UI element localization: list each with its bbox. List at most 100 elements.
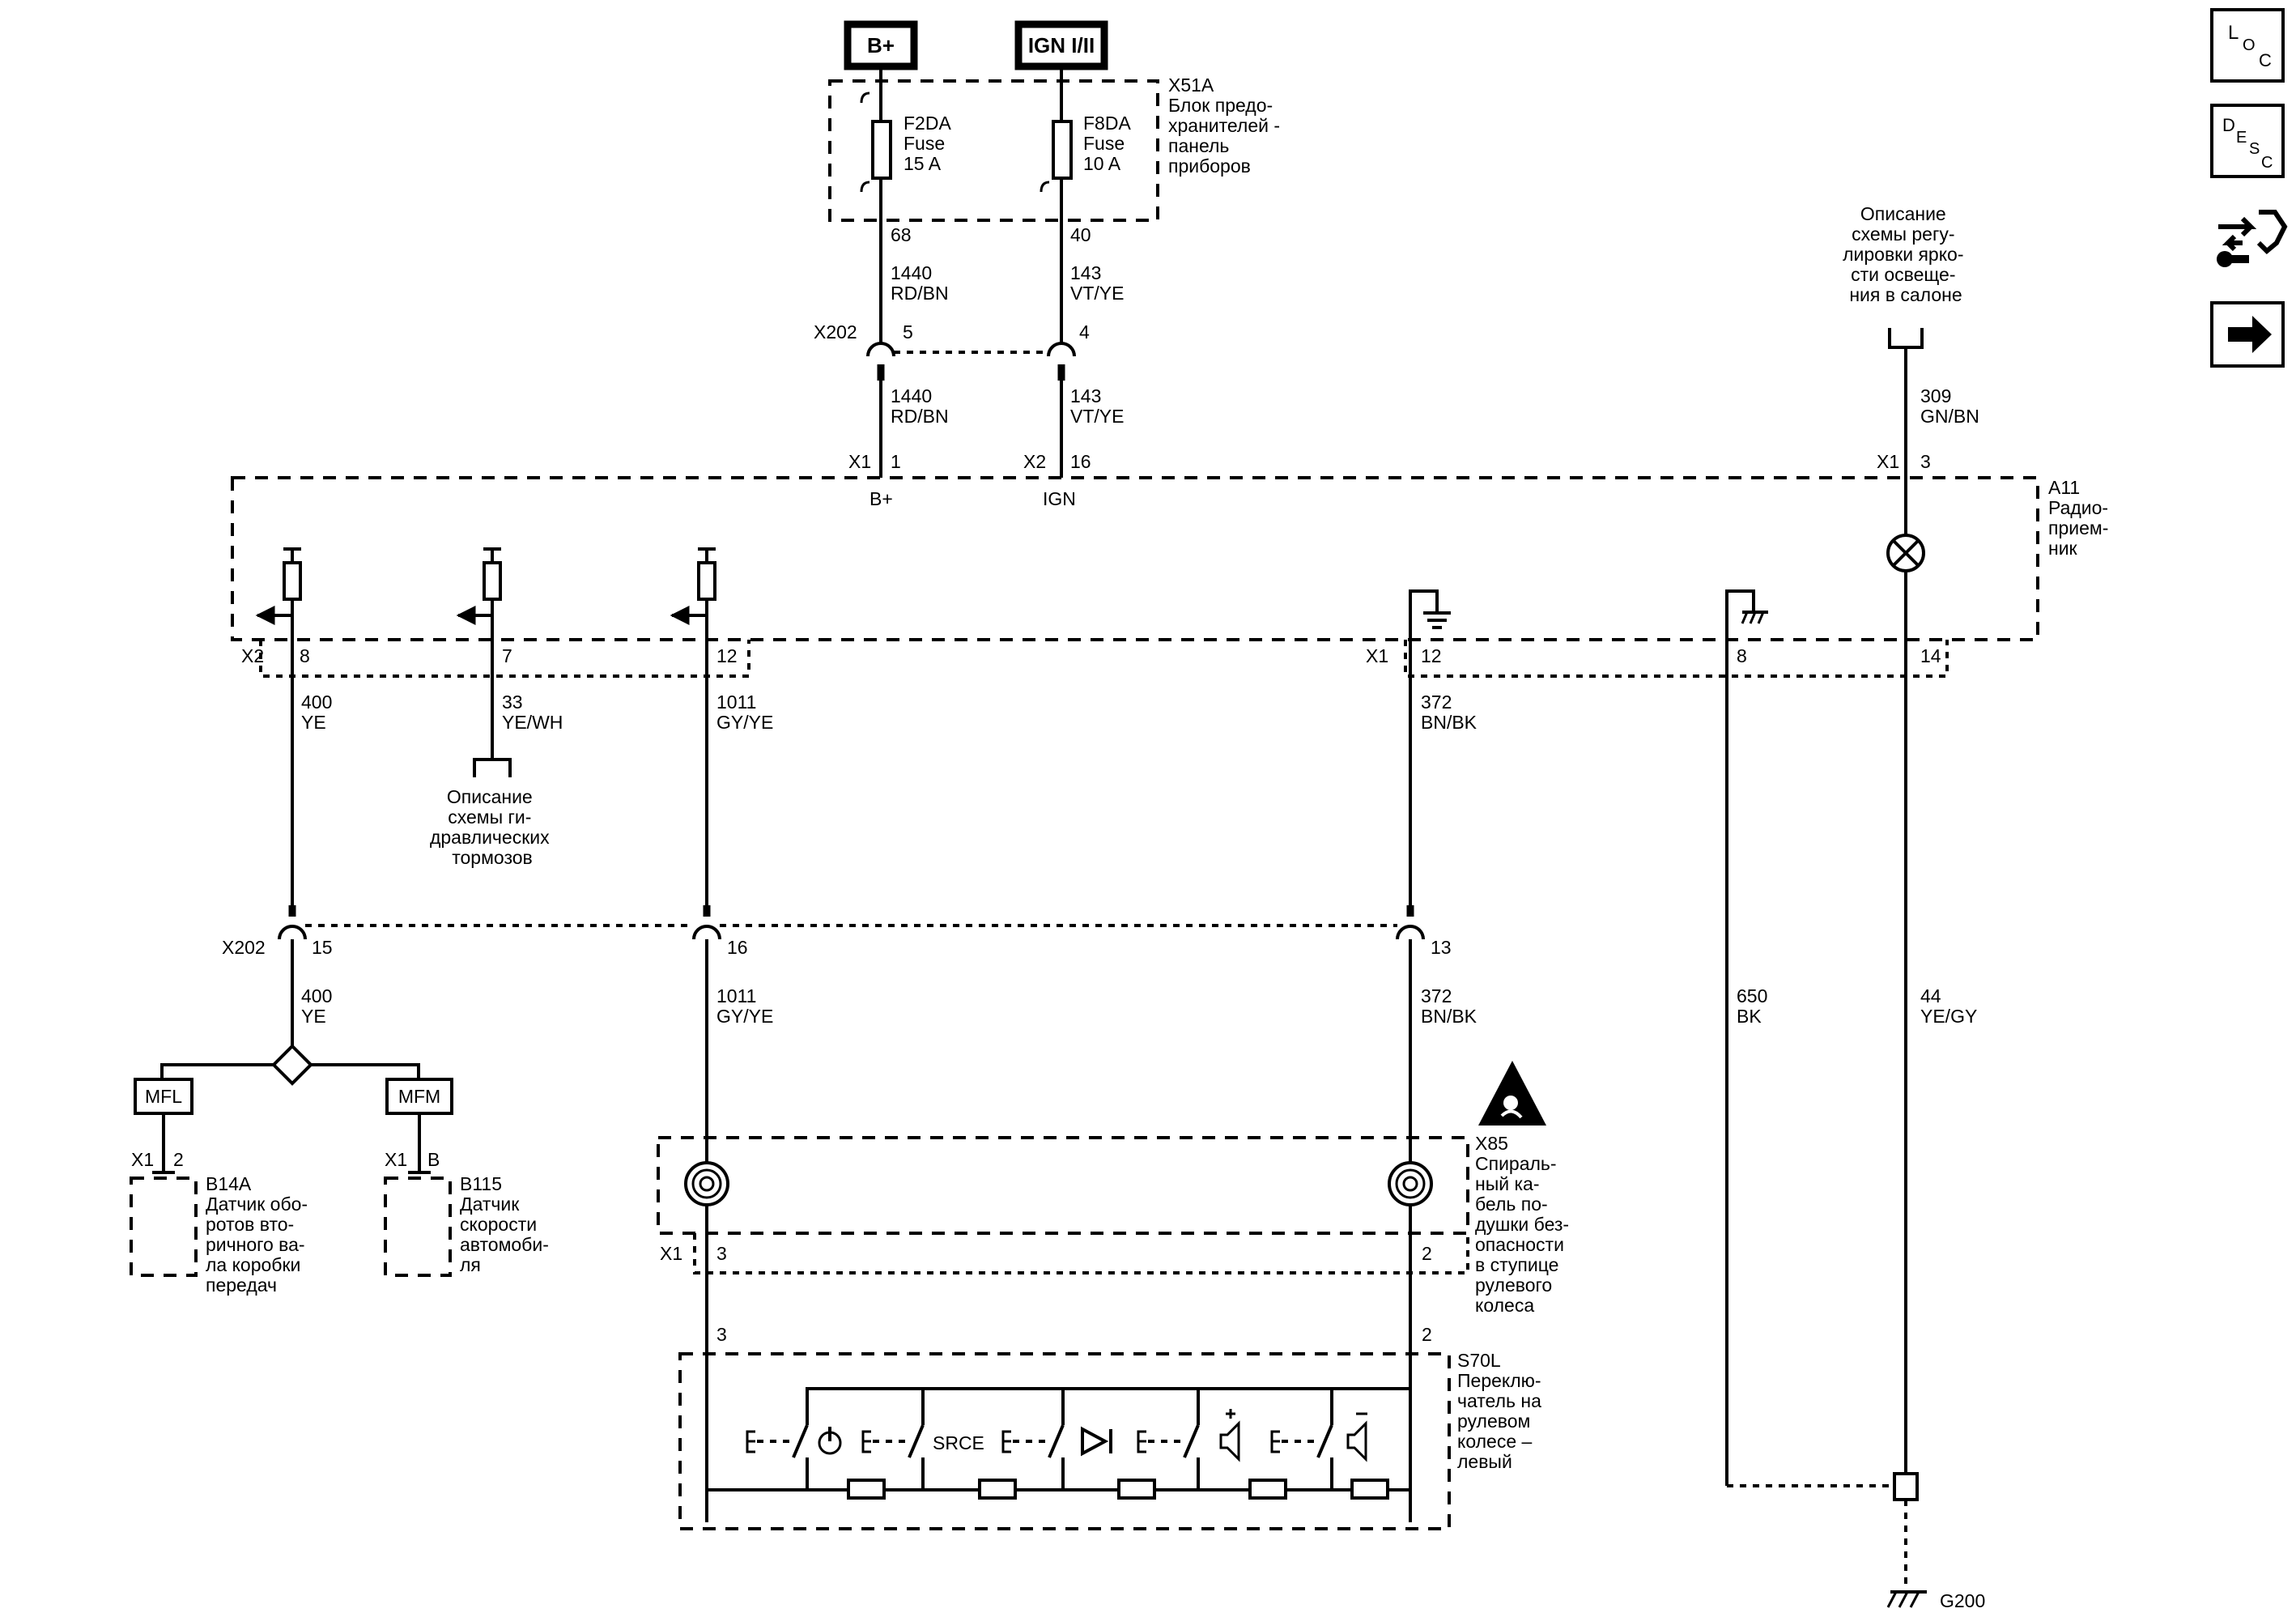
x85-pin-2: 2 [1422, 1243, 1432, 1264]
next-page-button[interactable] [2210, 301, 2285, 368]
svg-text:E: E [2236, 129, 2247, 147]
clockspring-left-icon [684, 1161, 729, 1206]
x202-middle-label: X202 [222, 937, 266, 958]
radio-x2-pin-8: 8 [300, 645, 310, 666]
wire-33-label: 33 YE/WH [502, 691, 563, 733]
wire-143-lower-label: 143 VT/YE [1070, 385, 1124, 427]
fuse-block-id: X51A [1168, 74, 1214, 96]
x202-pin15-connector-icon [278, 925, 307, 940]
radio-x1-label-b: X1 [1877, 451, 1899, 472]
b14a-x1-label: X1 [131, 1149, 154, 1170]
wire-1440-lower-label: 1440 RD/BN [891, 385, 949, 427]
brightness-reference-bracket [1888, 328, 1924, 349]
x85-x1-label: X1 [660, 1243, 682, 1264]
wire-650-label: 650 BK [1737, 985, 1773, 1027]
fuse-f2da-icon [871, 120, 892, 180]
radio-x1-pin-14: 14 [1920, 645, 1941, 666]
x202-pin13-connector-icon [1396, 925, 1425, 940]
radio-x1-pin-12: 12 [1421, 645, 1442, 666]
bplus-supply-box: B+ [844, 20, 918, 70]
x202-pin-4: 4 [1079, 321, 1090, 343]
volume-down-icon [1346, 1412, 1367, 1462]
radio-a11-outline [231, 476, 2039, 641]
wire-143-upper-label: 143 VT/YE [1070, 262, 1124, 304]
description-view-button[interactable]: D E S C [2210, 104, 2285, 178]
switch-s70l-desc: Переклю- чатель на рулевом колесе – левы… [1457, 1370, 1546, 1472]
s70l-pin-3: 3 [716, 1324, 727, 1345]
ign-supply-box: IGN I/II [1014, 20, 1108, 70]
x202-pin5-connector-icon [866, 342, 895, 357]
svg-text:B+: B+ [867, 33, 895, 57]
mfl-label-box: MFL [134, 1078, 193, 1115]
svg-text:C: C [2261, 154, 2273, 172]
sensor-b115-desc: Датчик скорости автомоби- ля [460, 1194, 554, 1275]
x202-pin4-connector-icon [1047, 342, 1076, 357]
radio-x2-label-a: X2 [1023, 451, 1046, 472]
radio-x1-pin-8: 8 [1737, 645, 1747, 666]
fuse-block-outline [828, 79, 1159, 222]
sensor-b14a-id: B14A [206, 1173, 252, 1194]
x202-pin-15: 15 [312, 937, 333, 958]
radio-bplus-label: B+ [870, 488, 893, 509]
volume-up-icon [1219, 1409, 1240, 1462]
wire-400-upper-label: 400 YE [301, 691, 338, 733]
radio-x1-label-c: X1 [1366, 645, 1388, 666]
sensor-b115-id: B115 [460, 1173, 502, 1194]
wire-1011-upper-label: 1011 GY/YE [716, 691, 773, 733]
x202-pin-5: 5 [903, 321, 913, 343]
radio-x2-pin-7: 7 [502, 645, 512, 666]
wire-372-upper-label: 372 BN/BK [1421, 691, 1478, 733]
clockspring-x85-desc: Спираль- ный ка- бель по- душки без- опа… [1475, 1153, 1574, 1316]
b115-pin-b: B [427, 1149, 440, 1170]
wire-44-label: 44 YE/GY [1920, 985, 1977, 1027]
sensor-b115-outline [384, 1177, 452, 1277]
x85-pin-3: 3 [716, 1243, 727, 1264]
wire-1440-upper-label: 1440 RD/BN [891, 262, 949, 304]
b14a-pin-2: 2 [173, 1149, 184, 1170]
brake-reference-bracket [473, 758, 512, 777]
fuse-pin-40: 40 [1070, 224, 1091, 245]
clockspring-x85-id: X85 [1475, 1133, 1508, 1154]
ground-g200-icon [1886, 1590, 1927, 1608]
radio-ground-icon [1409, 589, 1451, 911]
sensor-b14a-desc: Датчик обо- ротов вто- ричного ва- ла ко… [206, 1194, 313, 1296]
clockspring-x85-outline [657, 1136, 1469, 1235]
radio-a11-desc: Радио- прием- ник [2048, 497, 2114, 559]
seek-next-icon [1081, 1426, 1112, 1457]
source-switch-label: SRCE [933, 1432, 984, 1453]
radio-pin-16: 16 [1070, 451, 1091, 472]
fuse-f8da-icon [1052, 120, 1073, 180]
wire-400-lower-label: 400 YE [301, 985, 338, 1027]
radio-x2-label-b: X2 [241, 645, 264, 666]
radio-pin-1: 1 [891, 451, 901, 472]
lamp-icon [1886, 534, 1925, 572]
splice-icon [271, 1044, 313, 1086]
wire-1011-lower-label: 1011 GY/YE [716, 985, 773, 1027]
x202-upper-label: X202 [814, 321, 857, 343]
wire-309-label: 309 GN/BN [1920, 385, 1979, 427]
radio-x2-pin-12: 12 [716, 645, 738, 666]
svg-text:S: S [2249, 140, 2260, 158]
fuse-f2da-label: F2DA Fuse 15 A [904, 113, 955, 174]
radio-input-resistor-12 [670, 547, 716, 911]
radio-x1-label-a: X1 [848, 451, 871, 472]
radio-input-resistor-8 [255, 547, 302, 911]
radio-a11-id: A11 [2048, 477, 2080, 498]
fuse-block-desc: Блок предо- хранителей - панель приборов [1168, 95, 1285, 177]
location-view-button[interactable]: L O C [2210, 8, 2285, 83]
s70l-pin-2: 2 [1422, 1324, 1432, 1345]
svg-text:O: O [2243, 36, 2256, 54]
brightness-description-note: Описание схемы регу- лировки ярко- сти о… [1843, 203, 1969, 305]
radio-chassis-ground-icon [1725, 589, 1768, 1486]
svg-text:MFM: MFM [398, 1086, 440, 1107]
radio-ign-label: IGN [1043, 488, 1076, 509]
svg-text:C: C [2259, 50, 2272, 70]
switch-s70l-id: S70L [1457, 1350, 1501, 1371]
b115-x1-label: X1 [385, 1149, 407, 1170]
x202-pin-16: 16 [727, 937, 748, 958]
clockspring-right-icon [1388, 1161, 1433, 1206]
svg-text:MFL: MFL [145, 1086, 182, 1107]
airbag-warning-icon [1478, 1061, 1546, 1126]
connector-tools-button[interactable] [2217, 210, 2288, 267]
wire-372-lower-label: 372 BN/BK [1421, 985, 1478, 1027]
